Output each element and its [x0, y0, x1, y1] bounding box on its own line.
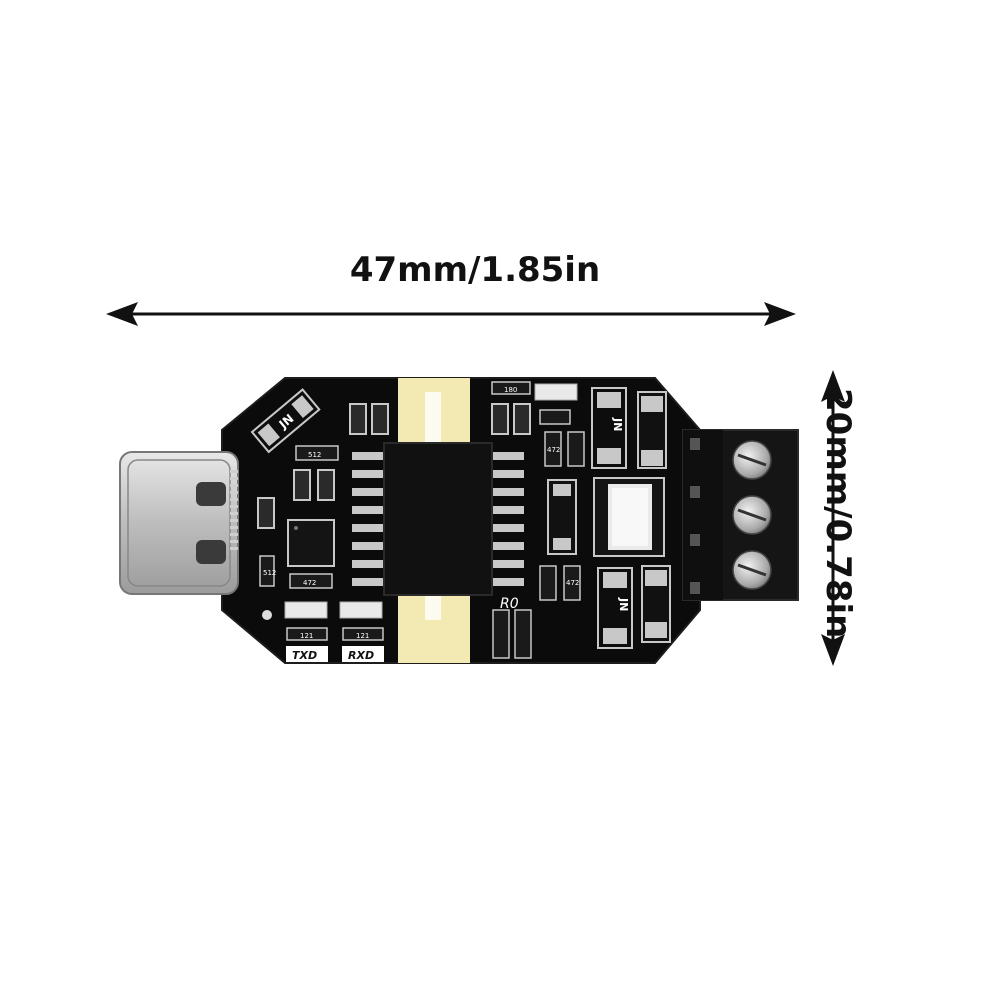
passive-components-right: 180 472 472 R0 — [491, 381, 585, 659]
silk-472-a: 472 — [303, 579, 316, 587]
screw-icon — [732, 495, 772, 535]
silk-jn-top: JN — [611, 417, 624, 431]
protection-diode-left: JN — [250, 388, 321, 454]
transceiver-chip — [352, 442, 524, 596]
silk-472-c: 472 — [566, 579, 579, 587]
usb-c-port-icon — [119, 451, 239, 595]
usb-bridge-chip — [287, 519, 335, 567]
screw-icon — [732, 550, 772, 590]
silk-472-b: 472 — [547, 446, 560, 454]
passive-components-left: 512 512 472 — [257, 403, 389, 589]
width-dimension-label: 47mm/1.85in — [349, 250, 601, 290]
ptc-fuse-component — [593, 477, 665, 557]
protection-diodes-right: JN JN — [591, 387, 671, 649]
silk-121-b: 121 — [356, 632, 369, 640]
mounting-hole — [262, 610, 272, 620]
silk-txd: TXD — [292, 649, 317, 662]
screw-icon — [732, 440, 772, 480]
silk-121-a: 121 — [300, 632, 313, 640]
width-dimension-arrow — [106, 302, 796, 326]
silk-512-a: 512 — [308, 451, 321, 459]
height-dimension-arrow — [821, 370, 845, 666]
screw-terminal-block — [682, 429, 799, 601]
silk-r0: R0 — [500, 596, 519, 612]
silk-512-b: 512 — [263, 569, 276, 577]
silk-jn-bottom: JN — [617, 597, 630, 611]
silk-180: 180 — [504, 386, 517, 394]
led-indicators: 121 121 TXD RXD — [284, 601, 384, 662]
silk-rxd: RXD — [348, 649, 374, 662]
